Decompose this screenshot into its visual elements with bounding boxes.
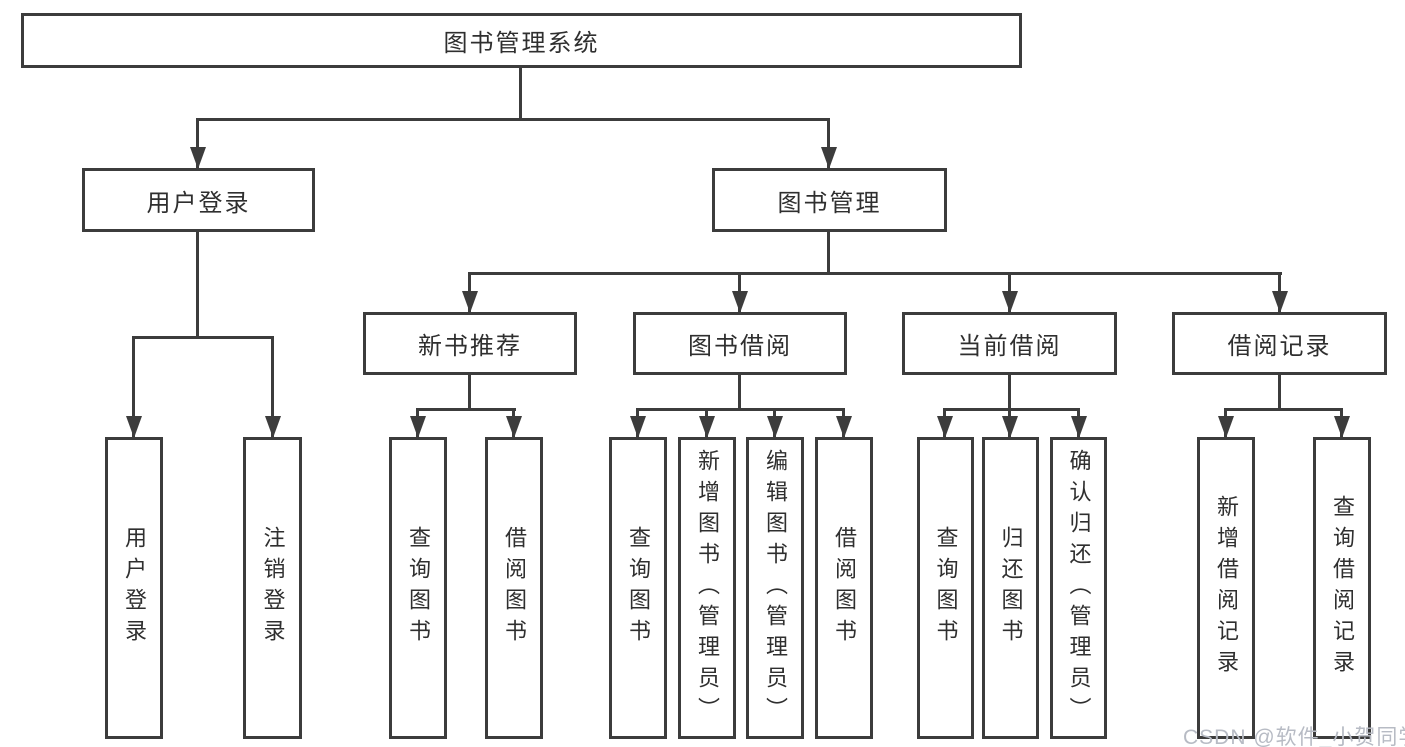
leaf-query-borrow-record: 查询借阅记录	[1313, 437, 1371, 739]
connector-root-crossbar	[197, 118, 830, 121]
leaf-add-borrow-record: 新增借阅记录	[1197, 437, 1255, 739]
arrow-a2	[512, 408, 515, 437]
leaf-user-login-label: 用户登录	[122, 526, 147, 650]
node-book-borrow-label: 图书借阅	[688, 333, 792, 360]
arrow-b4	[842, 408, 845, 437]
arrow-b2	[705, 408, 708, 437]
leaf-borrow-books-recommend-label: 借阅图书	[502, 526, 527, 650]
leaf-add-book-admin-label: 新增图书（管理员）	[695, 448, 720, 728]
connector-user-login-crossbar	[134, 336, 274, 339]
leaf-borrow-books: 借阅图书	[815, 437, 873, 739]
csdn-watermark: CSDN @软件_小贺同学	[1183, 726, 1405, 747]
leaf-borrow-books-label: 借阅图书	[832, 526, 857, 650]
arrow-to-logout-leaf	[271, 336, 274, 437]
leaf-query-books-recommend: 查询图书	[389, 437, 447, 739]
leaf-edit-book-admin-label: 编辑图书（管理员）	[763, 448, 788, 728]
connector-new-book-recommend-stem	[468, 375, 471, 408]
leaf-edit-book-admin: 编辑图书（管理员）	[746, 437, 804, 739]
arrow-c1	[943, 408, 946, 437]
node-user-login: 用户登录	[82, 168, 315, 232]
connector-book-management-stem	[827, 232, 830, 275]
leaf-logout-label: 注销登录	[260, 526, 286, 650]
leaf-query-books-current-label: 查询图书	[933, 526, 959, 650]
arrow-to-book-management	[827, 118, 830, 168]
node-book-management: 图书管理	[712, 168, 947, 232]
leaf-add-book-admin: 新增图书（管理员）	[678, 437, 736, 739]
connector-user-login-stem	[196, 232, 199, 336]
leaf-confirm-return-admin: 确认归还（管理员）	[1050, 437, 1107, 739]
node-book-borrow: 图书借阅	[633, 312, 847, 375]
connector-book-borrow-crossbar	[637, 408, 845, 411]
node-root: 图书管理系统	[21, 13, 1022, 68]
arrow-to-login-leaf	[132, 336, 135, 437]
leaf-query-borrow-record-label: 查询借阅记录	[1330, 495, 1355, 681]
leaf-query-books-borrow-label: 查询图书	[626, 526, 651, 650]
connector-borrow-records-stem	[1278, 375, 1281, 408]
connector-current-borrow-crossbar	[944, 408, 1079, 411]
node-user-login-label: 用户登录	[146, 189, 251, 217]
arrow-d1	[1224, 408, 1227, 437]
leaf-confirm-return-admin-label: 确认归还（管理员）	[1066, 448, 1092, 728]
arrow-to-new-book-recommend	[468, 272, 471, 312]
node-current-borrow-label: 当前借阅	[957, 333, 1062, 360]
arrow-c2	[1008, 408, 1011, 437]
arrow-c3	[1077, 408, 1080, 437]
leaf-query-books-borrow: 查询图书	[609, 437, 667, 739]
connector-level2-crossbar	[470, 272, 1282, 275]
node-new-book-recommend-label: 新书推荐	[418, 333, 522, 360]
node-current-borrow: 当前借阅	[902, 312, 1117, 375]
arrow-d2	[1340, 408, 1343, 437]
node-book-management-label: 图书管理	[777, 189, 882, 217]
connector-book-borrow-stem	[738, 375, 741, 408]
arrow-b1	[636, 408, 639, 437]
leaf-add-borrow-record-label: 新增借阅记录	[1214, 495, 1239, 681]
leaf-query-books-recommend-label: 查询图书	[406, 526, 431, 650]
arrow-to-book-borrow	[738, 272, 741, 312]
node-new-book-recommend: 新书推荐	[363, 312, 577, 375]
connector-current-borrow-stem	[1008, 375, 1011, 408]
connector-borrow-records-crossbar	[1225, 408, 1343, 411]
node-borrow-records: 借阅记录	[1172, 312, 1387, 375]
leaf-return-book-label: 归还图书	[998, 526, 1024, 650]
leaf-query-books-current: 查询图书	[917, 437, 974, 739]
arrow-to-user-login	[196, 118, 199, 168]
leaf-logout: 注销登录	[243, 437, 302, 739]
connector-new-book-recommend-crossbar	[417, 408, 516, 411]
node-root-label: 图书管理系统	[443, 30, 600, 57]
leaf-return-book: 归还图书	[982, 437, 1039, 739]
node-borrow-records-label: 借阅记录	[1227, 333, 1332, 360]
leaf-borrow-books-recommend: 借阅图书	[485, 437, 543, 739]
arrow-a1	[416, 408, 419, 437]
arrow-to-current-borrow	[1008, 272, 1011, 312]
connector-root-stem	[519, 68, 522, 118]
arrow-to-borrow-records	[1278, 272, 1281, 312]
leaf-user-login: 用户登录	[105, 437, 163, 739]
arrow-b3	[773, 408, 776, 437]
